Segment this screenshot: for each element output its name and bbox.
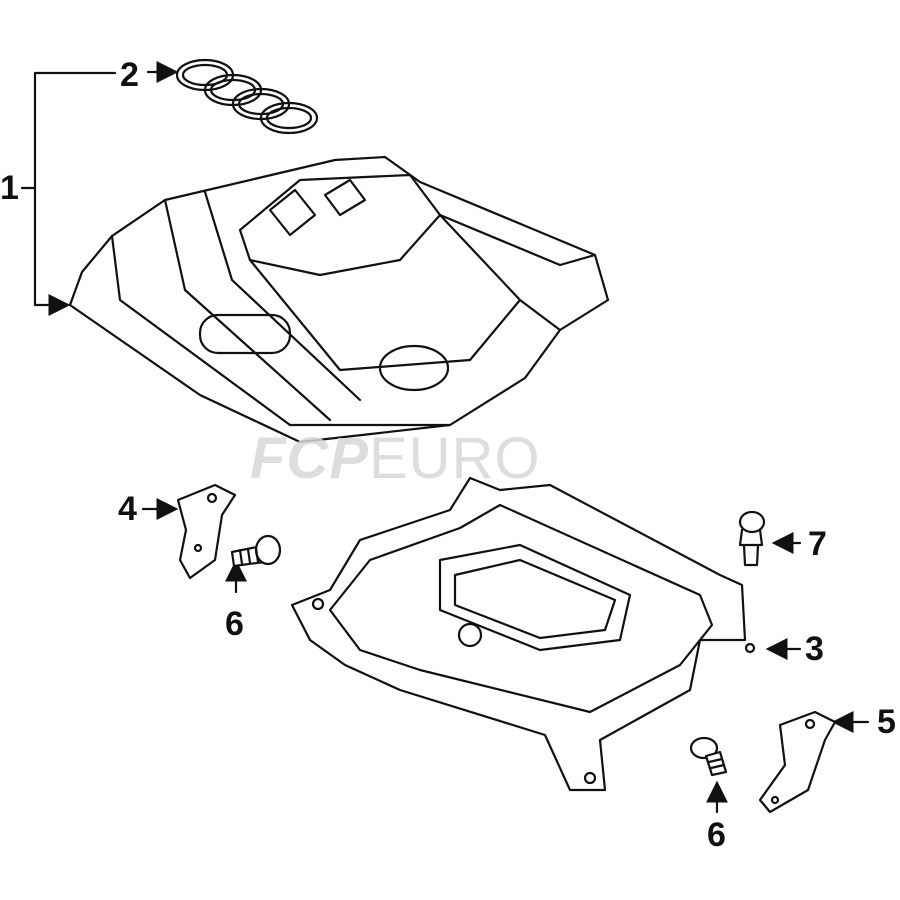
callout-4: 4	[118, 490, 137, 528]
callout-7: 7	[808, 525, 827, 563]
callout-5: 5	[877, 703, 896, 741]
callout-2: 2	[120, 56, 139, 94]
callout-6-left: 6	[225, 605, 244, 643]
bracket-left-part	[176, 483, 237, 580]
callout-1: 1	[0, 169, 19, 207]
bolt-right-part	[689, 736, 728, 777]
bolt-left-part	[230, 534, 282, 568]
bracket-right-part	[758, 710, 837, 814]
fcp-euro-watermark: FCPEURO	[250, 425, 541, 492]
callout-6-right: 6	[707, 816, 726, 854]
watermark-brand: FCP	[250, 426, 369, 491]
engine-cover-part	[68, 155, 610, 444]
skid-plate-part	[290, 476, 756, 792]
leader-lines	[20, 61, 870, 814]
emblem-rings-part	[175, 58, 319, 135]
callout-3: 3	[805, 630, 824, 668]
clip-part	[738, 510, 766, 567]
watermark-suffix: EURO	[369, 426, 541, 491]
